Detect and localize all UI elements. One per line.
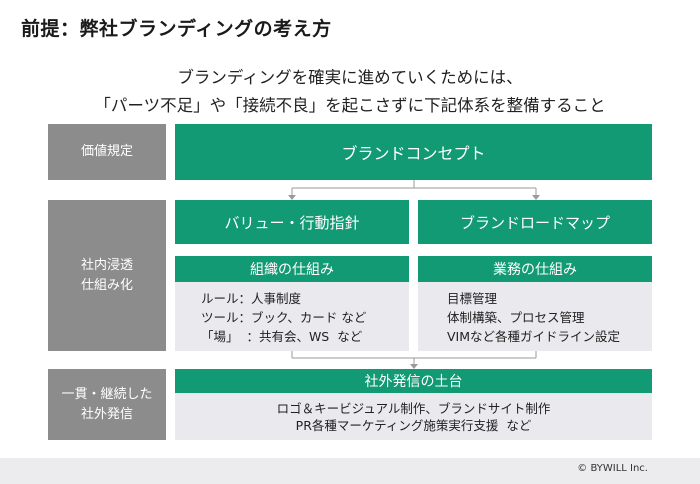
list-item: VIMなど各種ガイドライン設定 — [447, 329, 621, 344]
list-item: PR各種マーケティング施策実行支援 など — [295, 418, 532, 433]
organization-list: ルール：人事制度 ツール：ブック、カード など 「場」 ：共有会、WS など — [201, 289, 366, 346]
footer-bar — [0, 458, 700, 484]
list-item: ルール：人事制度 — [201, 291, 302, 306]
copyright: © BYWILL Inc. — [577, 463, 648, 474]
list-item: 「場」 ：共有会、WS など — [201, 329, 363, 344]
row-label-external: 一貫・継続した 社外発信 — [48, 369, 166, 440]
list-item: 体制構築、プロセス管理 — [447, 310, 585, 325]
row-label-value: 価値規定 — [48, 124, 166, 180]
row-label-penetration: 社内浸透 仕組み化 — [48, 200, 166, 351]
subtitle-line-2: 「パーツ不足」や「接続不良」を起こさずに下記体系を整備すること — [94, 96, 606, 115]
external-foundation-header: 社外発信の土台 — [175, 369, 652, 393]
business-list: 目標管理 体制構築、プロセス管理 VIMなど各種ガイドライン設定 — [447, 289, 620, 346]
brand-roadmap-box: ブランドロードマップ — [418, 200, 652, 244]
business-mechanism-header: 業務の仕組み — [418, 256, 652, 282]
organization-mechanism-header: 組織の仕組み — [175, 256, 409, 282]
brand-concept-box: ブランドコンセプト — [175, 124, 652, 180]
list-item: 目標管理 — [447, 291, 498, 306]
subtitle-line-1: ブランディングを確実に進めていくためには、 — [177, 68, 523, 87]
external-list: ロゴ＆キービジュアル制作、ブランドサイト制作 PR各種マーケティング施策実行支援… — [175, 400, 652, 434]
page-title: 前提：弊社ブランディングの考え方 — [21, 18, 332, 40]
values-guidelines-box: バリュー・行動指針 — [175, 200, 409, 244]
list-item: ロゴ＆キービジュアル制作、ブランドサイト制作 — [276, 401, 551, 416]
list-item: ツール：ブック、カード など — [201, 310, 367, 325]
